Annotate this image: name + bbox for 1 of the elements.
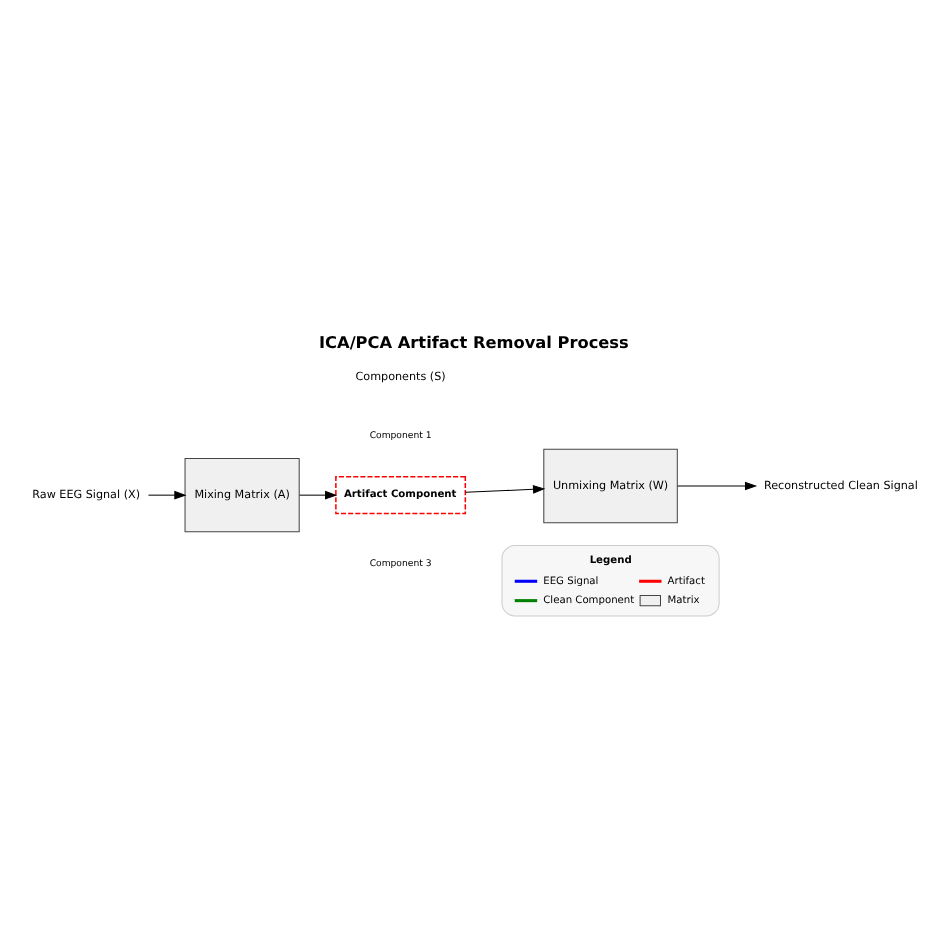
diagram-title: ICA/PCA Artifact Removal Process [318, 332, 628, 353]
